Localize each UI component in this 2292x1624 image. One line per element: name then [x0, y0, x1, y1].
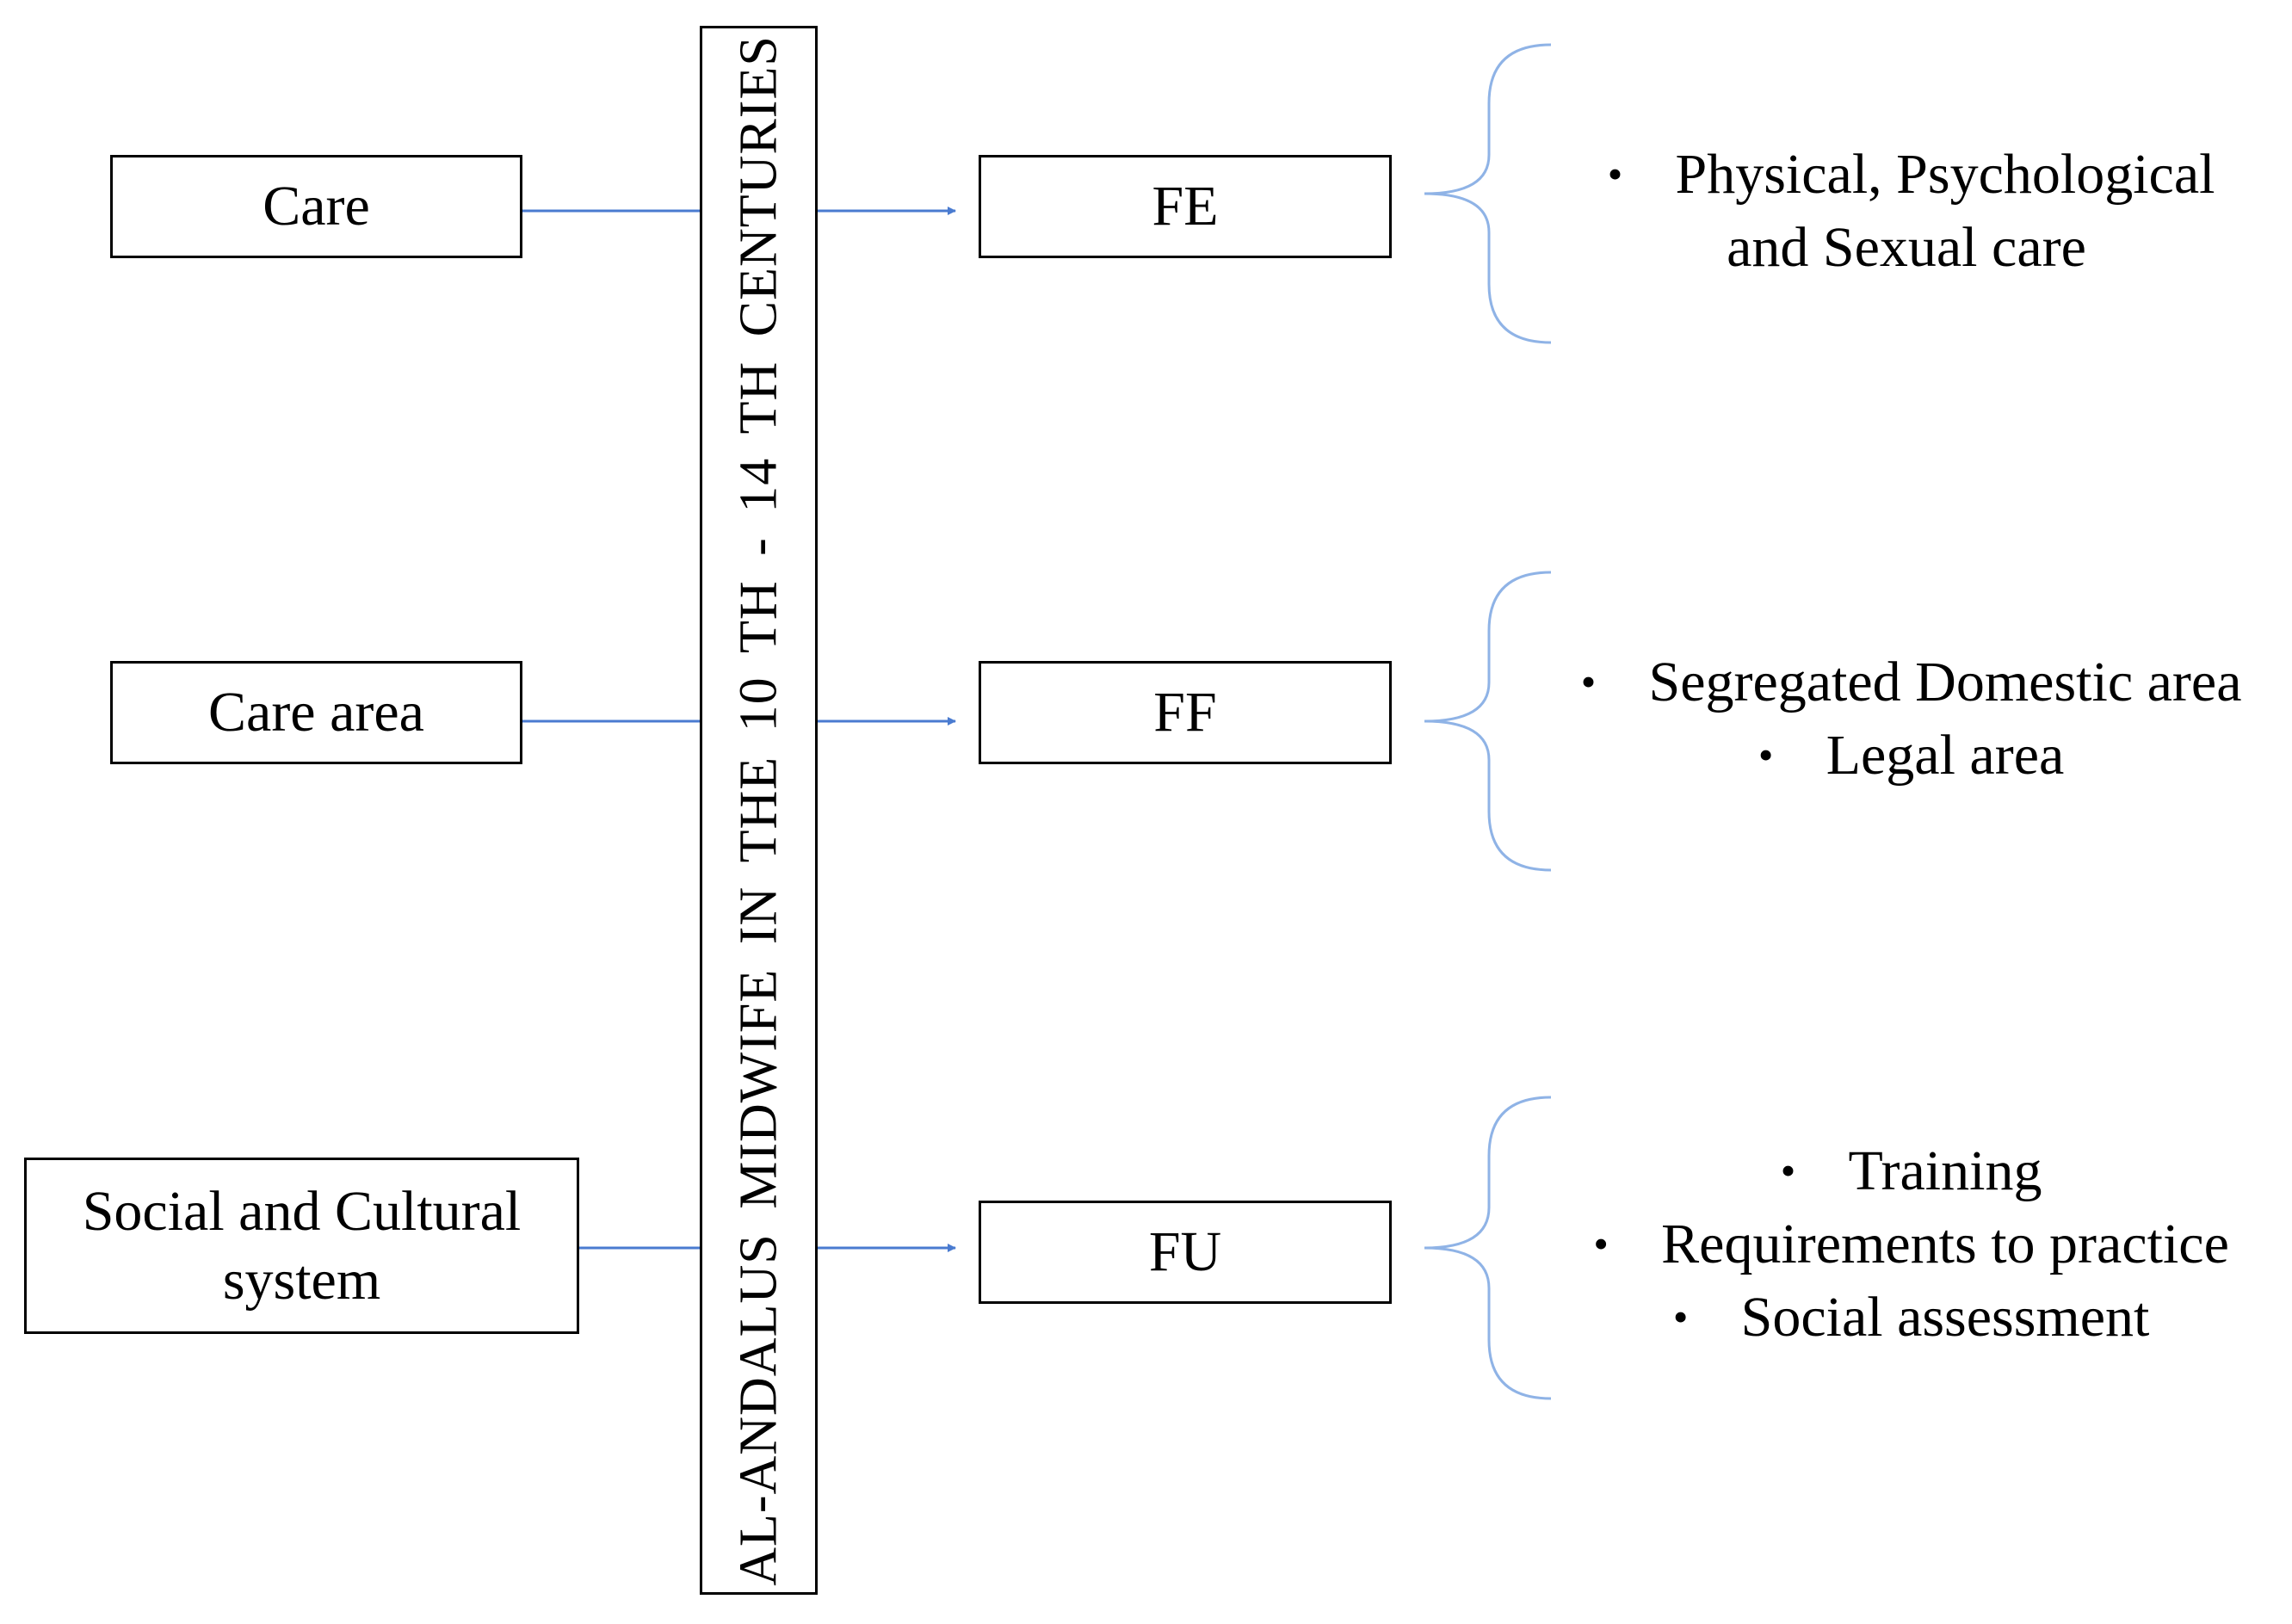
brace-fe: [1424, 43, 1552, 344]
fu-detail-item-3: • Social assessment: [1664, 1281, 2150, 1354]
fe-detail-continuation: and Sexual care: [1727, 211, 2086, 284]
ff-details: • Segregated Domestic area • Legal area: [1532, 633, 2281, 805]
fu-detail-item-2: • Requirements to practice: [1584, 1207, 2229, 1281]
ff-detail-text-2: Legal area: [1826, 724, 2065, 787]
social-label-line2: system: [222, 1248, 381, 1312]
fu-details: • Training • Requirements to practice • …: [1532, 1123, 2281, 1364]
ff-label: FF: [1153, 681, 1217, 744]
fe-detail-item: • Physical, Psychological: [1598, 138, 2215, 211]
fe-details: • Physical, Psychological and Sexual car…: [1532, 120, 2281, 301]
brace-fu: [1424, 1096, 1552, 1400]
bullet-icon: •: [1593, 1219, 1609, 1268]
care-box: Care: [110, 155, 522, 258]
social-cultural-system-box: Social and Cultural system: [24, 1158, 579, 1334]
brace-ff: [1424, 571, 1552, 872]
bullet-icon: •: [1607, 150, 1623, 198]
fu-box: FU: [979, 1201, 1392, 1304]
bullet-icon: •: [1580, 658, 1597, 706]
bullet-icon: •: [1758, 731, 1774, 779]
care-label: Care: [263, 175, 370, 238]
central-title: AL-ANDALUS MIDWIFE IN THE 10 TH - 14 TH …: [729, 34, 788, 1586]
care-area-box: Care area: [110, 661, 522, 764]
fu-label: FU: [1148, 1220, 1222, 1284]
fu-detail-text-3: Social assessment: [1740, 1285, 2150, 1349]
fu-detail-text-1: Training: [1848, 1139, 2042, 1202]
social-label-line1: Social and Cultural: [82, 1180, 522, 1244]
fu-detail-text-2: Requirements to practice: [1661, 1212, 2229, 1275]
care-area-label: Care area: [208, 681, 424, 744]
ff-detail-text-1: Segregated Domestic area: [1648, 651, 2242, 713]
ff-box: FF: [979, 661, 1392, 764]
fe-box: FE: [979, 155, 1392, 258]
bullet-icon: •: [1780, 1145, 1796, 1195]
fe-label: FE: [1152, 175, 1219, 238]
ff-detail-item-1: • Segregated Domestic area: [1571, 645, 2242, 719]
fe-detail-line1: Physical, Psychological: [1675, 143, 2215, 206]
fu-detail-item-1: • Training: [1771, 1134, 2042, 1207]
central-title-bar: AL-ANDALUS MIDWIFE IN THE 10 TH - 14 TH …: [700, 26, 818, 1595]
ff-detail-item-2: • Legal area: [1749, 719, 2065, 792]
bullet-icon: •: [1672, 1292, 1689, 1341]
fe-detail-line2: and Sexual care: [1727, 216, 2086, 279]
